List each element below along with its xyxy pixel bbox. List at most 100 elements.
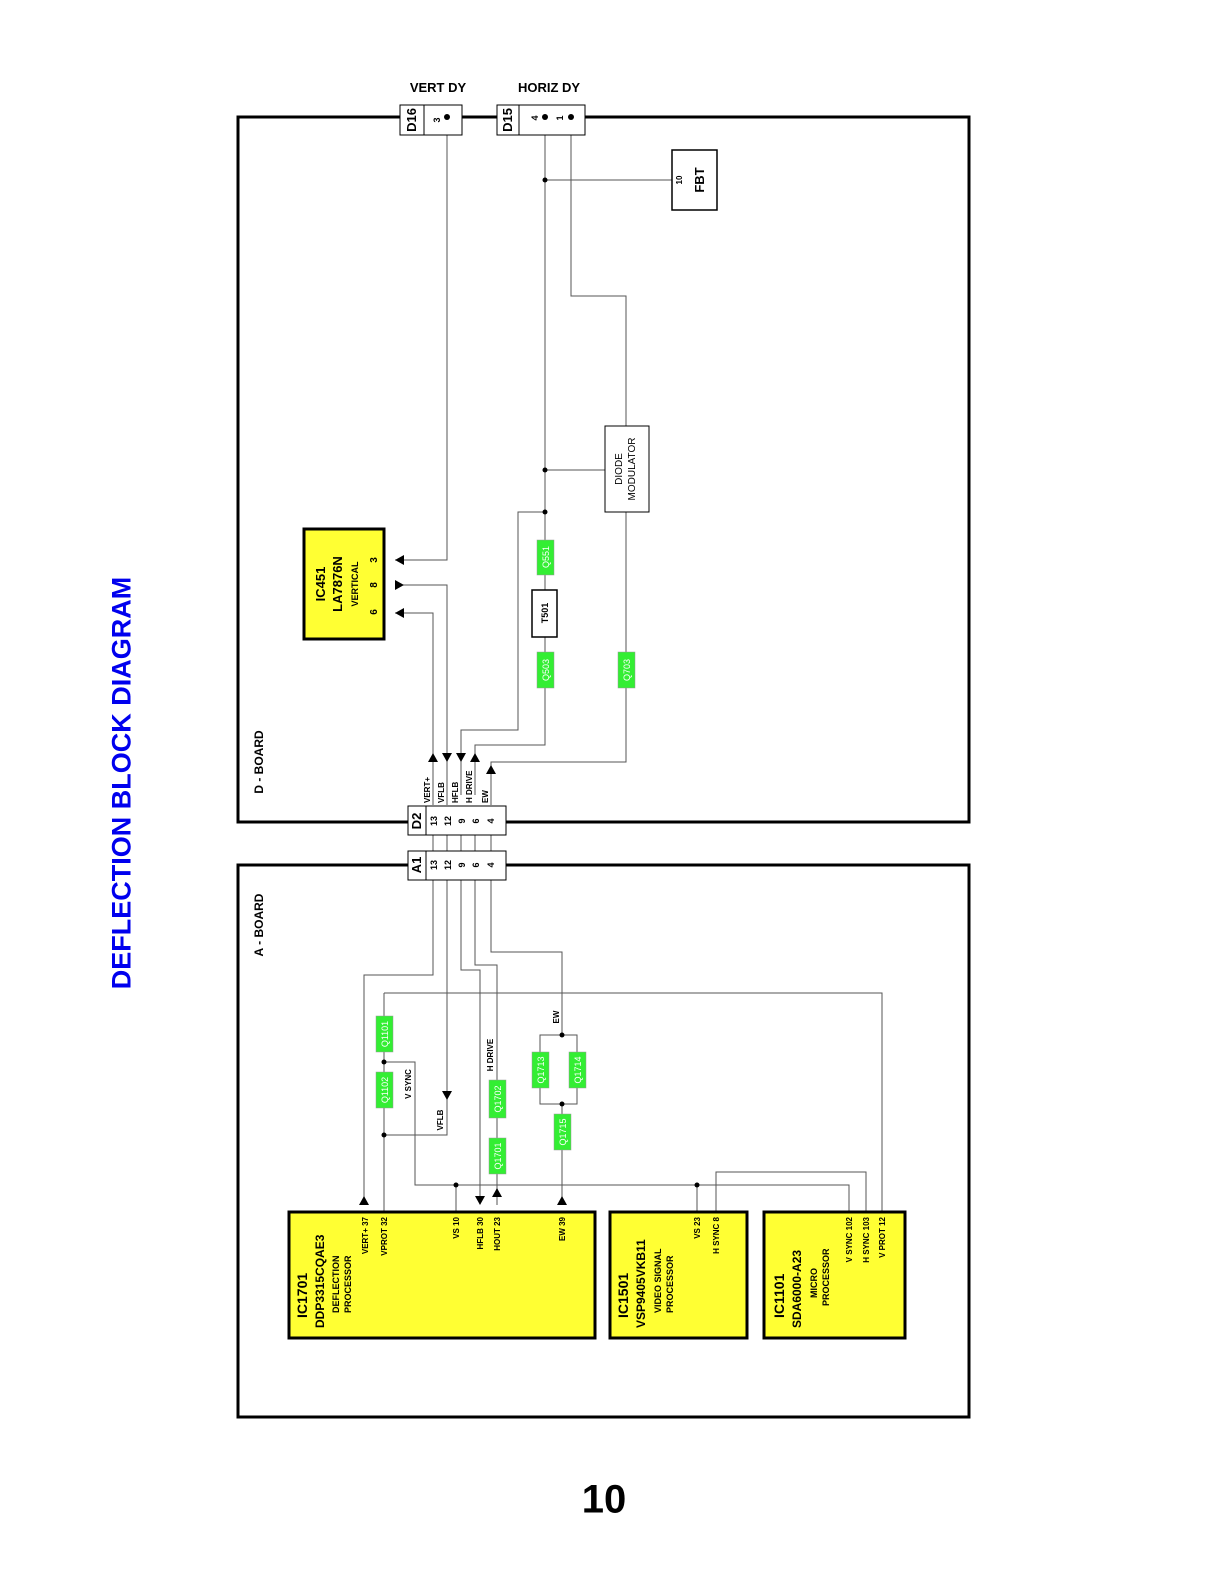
svg-text:8: 8 xyxy=(369,582,380,588)
ic1101-block: IC1101 SDA6000-A23 MICRO PROCESSOR V SYN… xyxy=(762,1210,907,1340)
svg-text:VERT+ 37: VERT+ 37 xyxy=(361,1216,370,1254)
svg-text:DIODE: DIODE xyxy=(614,453,625,485)
svg-text:6: 6 xyxy=(471,818,481,823)
d15-connector: D15 4 1 xyxy=(496,104,586,136)
svg-text:VS 23: VS 23 xyxy=(693,1216,702,1238)
svg-text:MICRO: MICRO xyxy=(809,1268,819,1298)
svg-text:EW 39: EW 39 xyxy=(558,1216,567,1241)
svg-text:13: 13 xyxy=(429,816,439,826)
q1102-tag: Q1102 xyxy=(375,1071,394,1109)
svg-text:Q1715: Q1715 xyxy=(558,1118,568,1145)
q1702-tag: Q1702 xyxy=(488,1079,507,1119)
svg-text:IC451: IC451 xyxy=(313,567,328,602)
t501-block: T501 xyxy=(531,589,558,638)
svg-text:IC1101: IC1101 xyxy=(771,1273,787,1318)
top-pin-dots xyxy=(444,114,574,120)
svg-text:9: 9 xyxy=(457,818,467,823)
svg-text:Q1101: Q1101 xyxy=(380,1021,390,1047)
d16-connector: D16 3 xyxy=(399,104,463,136)
svg-text:Q1714: Q1714 xyxy=(573,1056,583,1083)
horiz-dy-label: HORIZ DY xyxy=(518,80,580,95)
svg-text:LA7876N: LA7876N xyxy=(330,556,345,612)
svg-text:VERTICAL: VERTICAL xyxy=(350,561,360,607)
svg-text:HFLB 30: HFLB 30 xyxy=(476,1216,485,1249)
arrows xyxy=(359,555,567,1205)
q1701-tag: Q1701 xyxy=(488,1137,507,1175)
svg-text:13: 13 xyxy=(429,860,439,870)
q503-tag: Q503 xyxy=(536,651,555,689)
svg-text:Q1702: Q1702 xyxy=(493,1085,503,1112)
svg-text:FBT: FBT xyxy=(692,167,707,192)
svg-text:H DRIVE: H DRIVE xyxy=(465,770,474,803)
a1-connector: A1 13 12 9 6 4 xyxy=(407,850,507,881)
svg-text:Q503: Q503 xyxy=(541,659,551,681)
svg-text:Q1713: Q1713 xyxy=(536,1056,546,1083)
v-sync-label: V SYNC xyxy=(404,1069,413,1099)
svg-text:HOUT 23: HOUT 23 xyxy=(493,1216,502,1250)
ic1501-block: IC1501 VSP9405VKB11 VIDEO SIGNAL PROCESS… xyxy=(608,1210,749,1340)
ic451-block: IC451 LA7876N VERTICAL 3 8 6 xyxy=(302,527,386,641)
svg-text:4: 4 xyxy=(486,862,496,867)
a-board-label: A - BOARD xyxy=(252,893,266,956)
svg-text:VFLB: VFLB xyxy=(437,782,446,803)
svg-text:Q703: Q703 xyxy=(622,659,632,681)
page-number: 10 xyxy=(581,1477,627,1522)
fbt-block: 10 FBT xyxy=(671,149,718,211)
svg-text:DDP3315CQAE3: DDP3315CQAE3 xyxy=(313,1234,327,1328)
svg-text:DEFLECTION: DEFLECTION xyxy=(331,1256,341,1314)
a-board-frame xyxy=(236,863,971,1419)
q551-tag: Q551 xyxy=(536,539,555,576)
svg-text:4: 4 xyxy=(530,115,540,120)
ew-label: EW xyxy=(552,1010,561,1023)
svg-text:PROCESSOR: PROCESSOR xyxy=(821,1248,831,1306)
wires xyxy=(363,117,883,1212)
svg-text:12: 12 xyxy=(443,860,453,870)
svg-text:6: 6 xyxy=(369,609,380,615)
svg-text:PROCESSOR: PROCESSOR xyxy=(665,1255,675,1313)
svg-text:IC1701: IC1701 xyxy=(294,1273,310,1318)
ic1701-block: IC1701 DDP3315CQAE3 DEFLECTION PROCESSOR… xyxy=(287,1210,597,1340)
svg-text:VPROT 32: VPROT 32 xyxy=(380,1216,389,1255)
q1713-tag: Q1713 xyxy=(531,1051,550,1089)
q1101-tag: Q1101 xyxy=(375,1015,394,1053)
vert-dy-label: VERT DY xyxy=(410,80,467,95)
svg-text:PROCESSOR: PROCESSOR xyxy=(343,1255,353,1313)
svg-text:9: 9 xyxy=(457,862,467,867)
svg-text:Q1701: Q1701 xyxy=(493,1142,503,1169)
svg-text:T501: T501 xyxy=(540,603,550,624)
svg-text:D2: D2 xyxy=(409,813,424,830)
d2-connector: VERT+ VFLB HFLB H DRIVE EW D2 13 12 9 6 … xyxy=(407,770,507,836)
svg-text:4: 4 xyxy=(486,818,496,823)
svg-text:3: 3 xyxy=(369,557,380,563)
svg-text:EW: EW xyxy=(481,790,490,803)
q1714-tag: Q1714 xyxy=(568,1051,587,1089)
svg-text:12: 12 xyxy=(443,816,453,826)
svg-text:V PROT 12: V PROT 12 xyxy=(878,1216,887,1257)
svg-text:VERT+: VERT+ xyxy=(423,777,432,803)
d-board-label: D - BOARD xyxy=(252,730,266,794)
svg-text:A1: A1 xyxy=(409,857,424,874)
svg-text:D15: D15 xyxy=(500,108,515,132)
transistor-tags: Q551 Q503 Q703 Q1101 Q1102 Q1702 Q1701 Q… xyxy=(375,539,636,1175)
junction-dots xyxy=(381,114,700,1188)
svg-text:3: 3 xyxy=(432,117,442,122)
svg-text:6: 6 xyxy=(471,862,481,867)
svg-text:MODULATOR: MODULATOR xyxy=(627,438,638,501)
vflb-label: VFLB xyxy=(436,1109,445,1130)
svg-text:D16: D16 xyxy=(404,108,419,132)
svg-text:V SYNC 102: V SYNC 102 xyxy=(845,1216,854,1262)
svg-text:H SYNC 8: H SYNC 8 xyxy=(712,1216,721,1253)
q703-tag: Q703 xyxy=(617,651,636,689)
svg-text:H SYNC 103: H SYNC 103 xyxy=(862,1216,871,1262)
svg-text:VS 10: VS 10 xyxy=(452,1216,461,1238)
svg-text:VIDEO SIGNAL: VIDEO SIGNAL xyxy=(653,1248,663,1313)
svg-text:VSP9405VKB11: VSP9405VKB11 xyxy=(634,1239,648,1328)
d-board-frame xyxy=(236,115,971,824)
svg-text:SDA6000-A23: SDA6000-A23 xyxy=(790,1250,804,1328)
svg-text:10: 10 xyxy=(675,175,684,184)
svg-text:Q1102: Q1102 xyxy=(380,1077,390,1103)
h-drive-label: H DRIVE xyxy=(486,1038,495,1071)
svg-text:1: 1 xyxy=(555,115,565,120)
svg-text:IC1501: IC1501 xyxy=(615,1273,631,1318)
